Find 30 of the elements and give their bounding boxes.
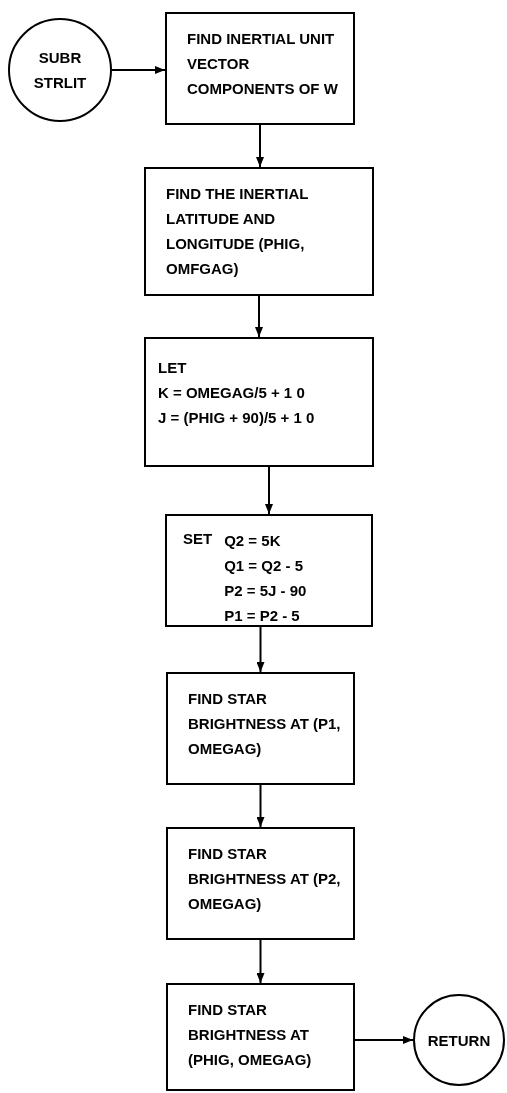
process-box <box>144 337 374 467</box>
arrow <box>256 939 265 984</box>
node-text: SUBR STRLIT <box>32 48 88 93</box>
node-text: FIND STAR BRIGHTNESS AT (P1, OMEGAG) <box>188 689 342 759</box>
node-text: J = (PHIG + 90)/5 + 1 0 <box>158 408 316 428</box>
process-box <box>165 12 355 125</box>
process-box <box>144 167 374 296</box>
process-box <box>166 672 355 785</box>
node-text: FIND STAR BRIGHTNESS AT (PHIG, OMEGAG) <box>188 1000 313 1070</box>
arrow <box>256 124 264 168</box>
node-text: Q2 = 5K <box>224 531 282 551</box>
node-text: FIND INERTIAL UNIT VECTOR COMPONENTS OF W <box>187 29 339 99</box>
process-box <box>166 827 355 940</box>
node-text: RETURN <box>427 1030 491 1051</box>
arrow <box>111 66 166 74</box>
node-text: K = OMEGAG/5 + 1 0 <box>158 383 306 403</box>
node-text: Q1 = Q2 - 5 <box>224 556 304 576</box>
arrow <box>265 466 273 515</box>
arrow <box>256 626 265 673</box>
node-text: FIND THE INERTIAL LATITUDE AND LONGITUDE (PHIG, OMFGAG) <box>166 184 310 279</box>
arrow <box>255 295 263 338</box>
process-box <box>166 983 355 1091</box>
arrow <box>256 784 265 828</box>
node-text: P2 = 5J - 90 <box>224 581 307 601</box>
node-text: FIND STAR BRIGHTNESS AT (P2, OMEGAG) <box>188 844 342 914</box>
node-text: SET <box>183 529 213 549</box>
node-text: P1 = P2 - 5 <box>224 606 301 626</box>
node-text: LET <box>158 358 188 378</box>
process-box <box>165 514 373 627</box>
arrow <box>354 1036 414 1044</box>
